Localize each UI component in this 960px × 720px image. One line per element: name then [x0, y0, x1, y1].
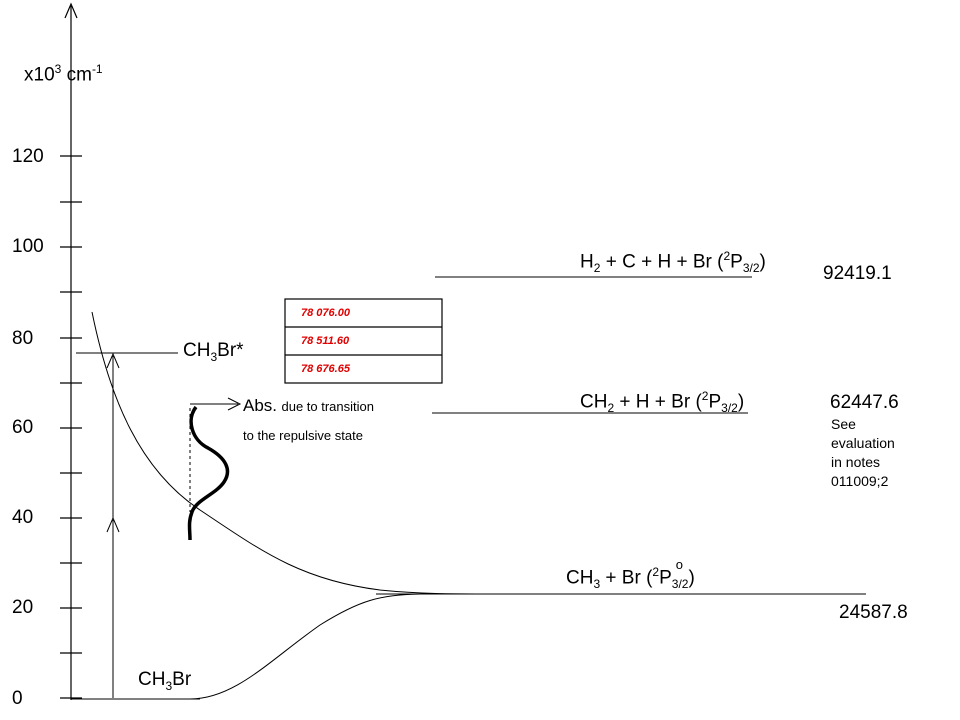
unit-exp: 3 [54, 62, 62, 76]
unit-base: x10 [24, 64, 55, 86]
table-value-2: 78 511.60 [301, 335, 350, 347]
note-line1: See [831, 416, 856, 432]
label-ch3br: CH3Br [138, 669, 191, 693]
energy-h2-c-h-br: 92419.1 [823, 263, 892, 284]
absorption-label-line1: due to transition [281, 399, 374, 414]
tick-label-20: 20 [12, 597, 34, 618]
unit-cm: cm [66, 64, 92, 86]
axis-unit-label: x103 cm-1 [24, 62, 103, 86]
absorption-label-main: Abs. [243, 396, 278, 415]
evaluation-note: See evaluation in notes 011009;2 [831, 415, 895, 491]
ch3br-tail: Br [172, 669, 192, 690]
ground-potential-curve [189, 593, 495, 700]
ch3-c-sup: 2 [652, 565, 660, 579]
ch3-a: CH [566, 567, 594, 589]
h2-d: ) [759, 251, 766, 273]
ch2-a-sub: 2 [607, 401, 615, 416]
y-axis-arrowhead [64, 2, 78, 19]
absorption-pointer-head [227, 397, 242, 411]
tick-label-120: 120 [12, 146, 44, 167]
h2-b: + C + H + Br ( [600, 251, 724, 273]
ch3br-star-tail: Br* [217, 340, 244, 361]
h2-c-sub: 3/2 [742, 261, 760, 276]
tick-label-80: 80 [12, 328, 34, 349]
ch2-c-sup: 2 [701, 389, 709, 403]
absorption-label-line2: to the repulsive state [243, 428, 363, 443]
tick-label-60: 60 [12, 417, 34, 438]
ch2-b: + H + Br ( [614, 391, 702, 413]
ch2-c: P [708, 391, 722, 413]
tick-label-0: 0 [12, 688, 23, 709]
energy-ch3-br: 24587.8 [839, 602, 908, 623]
note-line3: in notes [831, 454, 881, 470]
ch3-c-sub: 3/2 [671, 577, 689, 592]
absorption-label: Abs. due to transition [243, 396, 374, 416]
ch3br-star-sub: 3 [210, 349, 218, 364]
label-ch2-h-br: CH2 + H + Br (2P3/2) [580, 389, 744, 415]
ch2-a: CH [580, 391, 608, 413]
ch3br-star-main: CH [183, 340, 211, 361]
note-line4: 011009;2 [831, 473, 889, 489]
ch3-b: + Br ( [600, 567, 653, 589]
excitation-arrow-2-head [106, 352, 120, 369]
ch3-a-sub: 3 [593, 577, 601, 592]
h2-c: P [730, 251, 743, 273]
note-line2: evaluation [831, 435, 895, 451]
absorption-profile [187, 405, 230, 541]
ch3-d: ) [688, 567, 695, 589]
unit-cm-exp: -1 [91, 62, 103, 76]
repulsive-potential-curve [91, 311, 496, 595]
label-ch3br-star: CH3Br* [183, 340, 244, 364]
energy-ch2-h-br: 62447.6 [830, 392, 899, 413]
tick-label-100: 100 [12, 236, 44, 257]
h2-a-sub: 2 [593, 261, 601, 276]
ch2-d: ) [737, 391, 745, 413]
y-axis-ticks [60, 155, 82, 699]
ch3-c-sup2: o [675, 557, 684, 573]
ch3br-main: CH [138, 669, 166, 690]
ch3br-sub: 3 [165, 678, 173, 693]
ch3-c: P [659, 567, 672, 589]
ch2-c-sub: 3/2 [721, 401, 738, 416]
h2-a: H [580, 251, 594, 273]
ch3-sub-sup-group: o 3/2 [671, 557, 689, 592]
h2-c-sup: 2 [723, 249, 731, 263]
value-table-grid [284, 298, 443, 384]
table-value-1: 78 076.00 [301, 307, 350, 319]
table-value-3: 78 676.65 [301, 363, 350, 375]
tick-label-40: 40 [12, 507, 34, 528]
label-h2-c-h-br: H2 + C + H + Br (2P3/2) [580, 249, 766, 275]
